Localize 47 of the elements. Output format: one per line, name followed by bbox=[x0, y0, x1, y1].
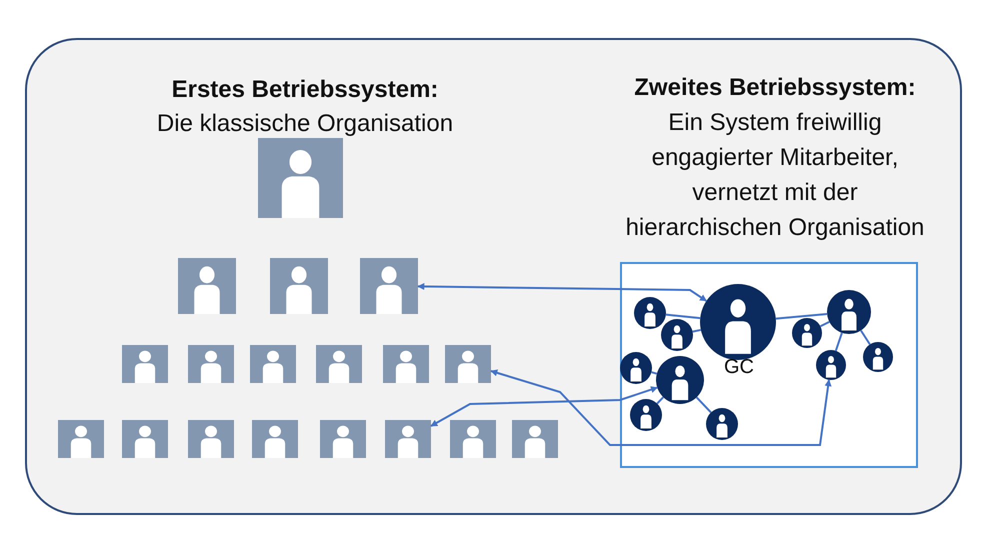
person-icon bbox=[383, 345, 429, 383]
connector-line bbox=[696, 396, 712, 414]
person-icon bbox=[445, 345, 491, 383]
connector-line bbox=[656, 396, 664, 404]
connector-line bbox=[820, 320, 830, 328]
person-icon bbox=[634, 297, 666, 329]
panel bbox=[25, 38, 962, 515]
person-icon bbox=[792, 318, 822, 348]
person-icon bbox=[863, 342, 893, 372]
person-icon bbox=[252, 420, 298, 458]
person-icon bbox=[706, 408, 738, 440]
person-icon bbox=[385, 420, 431, 458]
arrow bbox=[417, 282, 707, 302]
heading: Erstes Betriebssystem: bbox=[170, 75, 440, 105]
person-icon bbox=[620, 352, 652, 384]
connector-line bbox=[651, 371, 658, 375]
person-icon bbox=[188, 420, 234, 458]
person-icon bbox=[122, 420, 168, 458]
subheading: Die klassische Organisation bbox=[156, 109, 454, 139]
connector-line bbox=[776, 312, 828, 320]
connector-line bbox=[666, 314, 700, 320]
connector-line bbox=[834, 332, 843, 352]
network-frame bbox=[620, 262, 918, 468]
arrow bbox=[430, 386, 658, 427]
person-icon bbox=[512, 420, 558, 458]
heading: Zweites Betriebssystem: bbox=[633, 73, 917, 103]
node-caption: GC bbox=[724, 356, 754, 379]
person-icon bbox=[250, 345, 296, 383]
person-icon bbox=[178, 258, 236, 314]
person-icon bbox=[661, 319, 693, 351]
person-icon bbox=[258, 138, 343, 218]
description: Ein System freiwillig engagierter Mitarbeiter, vernetzt mit der hierarchischen Organisation bbox=[624, 108, 926, 243]
person-icon bbox=[188, 345, 234, 383]
arrow bbox=[490, 369, 832, 446]
person-icon bbox=[320, 420, 366, 458]
person-icon bbox=[270, 258, 328, 314]
person-icon bbox=[360, 258, 418, 314]
connector-line bbox=[860, 330, 871, 345]
person-icon bbox=[630, 399, 662, 431]
connector-line bbox=[692, 328, 702, 333]
person-icon bbox=[122, 345, 168, 383]
person-icon bbox=[58, 420, 104, 458]
person-icon bbox=[450, 420, 496, 458]
person-icon bbox=[316, 345, 362, 383]
person-icon bbox=[656, 356, 704, 404]
person-icon bbox=[827, 290, 871, 334]
person-icon bbox=[816, 350, 846, 380]
